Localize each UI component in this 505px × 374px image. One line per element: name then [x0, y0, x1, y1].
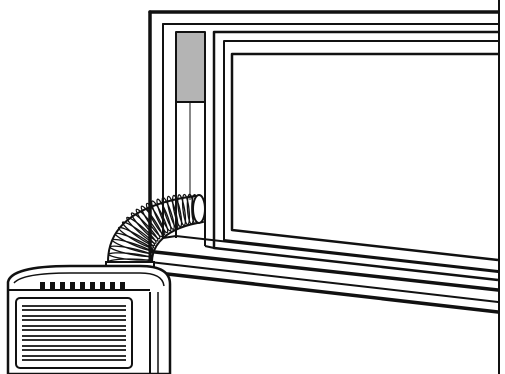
vent-slot	[80, 282, 85, 289]
sill-line-low	[150, 262, 498, 302]
vent-slot	[90, 282, 95, 289]
top-vent-slots	[40, 282, 125, 289]
vent-slot	[60, 282, 65, 289]
sill-line-bottom	[150, 272, 498, 312]
sash-bottom-rail	[205, 246, 214, 248]
sill-line-mid	[150, 250, 498, 290]
portable-ac-unit	[8, 266, 170, 374]
vent-slot	[120, 282, 125, 289]
vent-slot	[110, 282, 115, 289]
seal-panel-upper	[176, 32, 205, 102]
sash-inner	[224, 41, 498, 271]
hose-window-end	[193, 195, 205, 223]
vent-slot	[70, 282, 75, 289]
window-sash	[205, 32, 498, 280]
louvre-grille-frame	[16, 298, 132, 368]
vent-slot	[100, 282, 105, 289]
glass-pane	[232, 54, 498, 260]
vent-slot	[40, 282, 45, 289]
vent-slot	[50, 282, 55, 289]
